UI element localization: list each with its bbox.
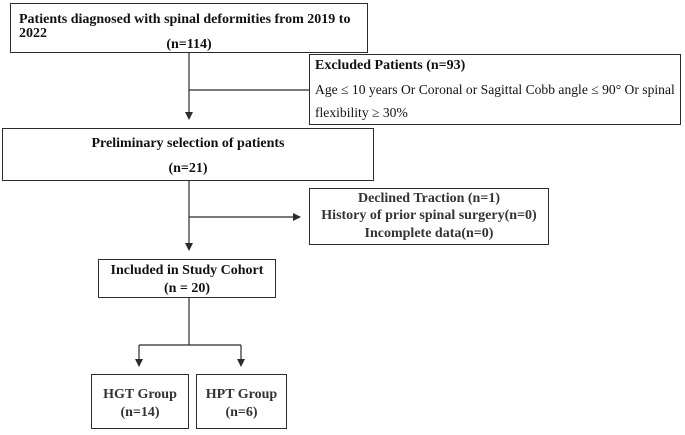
hpt-group-count: (n=6) [225, 405, 258, 420]
hgt-group-box: HGT Group (n=14) [91, 374, 189, 429]
hgt-group-count: (n=14) [120, 405, 160, 420]
excluded-title: Excluded Patients (n=93) [315, 58, 466, 73]
prior-surgery-text: History of prior spinal surgery(n=0) [321, 208, 537, 223]
declined-traction-box: Declined Traction (n=1) History of prior… [309, 188, 549, 245]
preliminary-selection-box: Preliminary selection of patients (n=21) [2, 128, 374, 181]
hpt-group-name: HPT Group [205, 387, 278, 402]
preliminary-title: Preliminary selection of patients [91, 136, 285, 151]
preliminary-count: (n=21) [168, 161, 208, 176]
cohort-title: Included in Study Cohort [110, 263, 264, 278]
declined-traction-text: Declined Traction (n=1) [357, 191, 500, 206]
cohort-count: (n = 20) [163, 281, 211, 296]
diagnosed-patients-box: Patients diagnosed with spinal deformiti… [10, 3, 368, 53]
exclusion-criteria-line-1: Age ≤ 10 years Or Coronal or Sagittal Co… [315, 82, 675, 97]
incomplete-data-text: Incomplete data(n=0) [364, 226, 494, 241]
diagnosed-count: (n=114) [166, 37, 212, 52]
hpt-group-box: HPT Group (n=6) [196, 374, 287, 429]
diagnosed-title: Patients diagnosed with spinal deformiti… [19, 12, 351, 41]
exclusion-criteria-line-2: flexibility ≥ 30% [315, 105, 408, 120]
study-cohort-box: Included in Study Cohort (n = 20) [98, 259, 276, 298]
hgt-group-name: HGT Group [103, 387, 177, 402]
excluded-patients-box: Excluded Patients (n=93) Age ≤ 10 years … [309, 54, 681, 125]
